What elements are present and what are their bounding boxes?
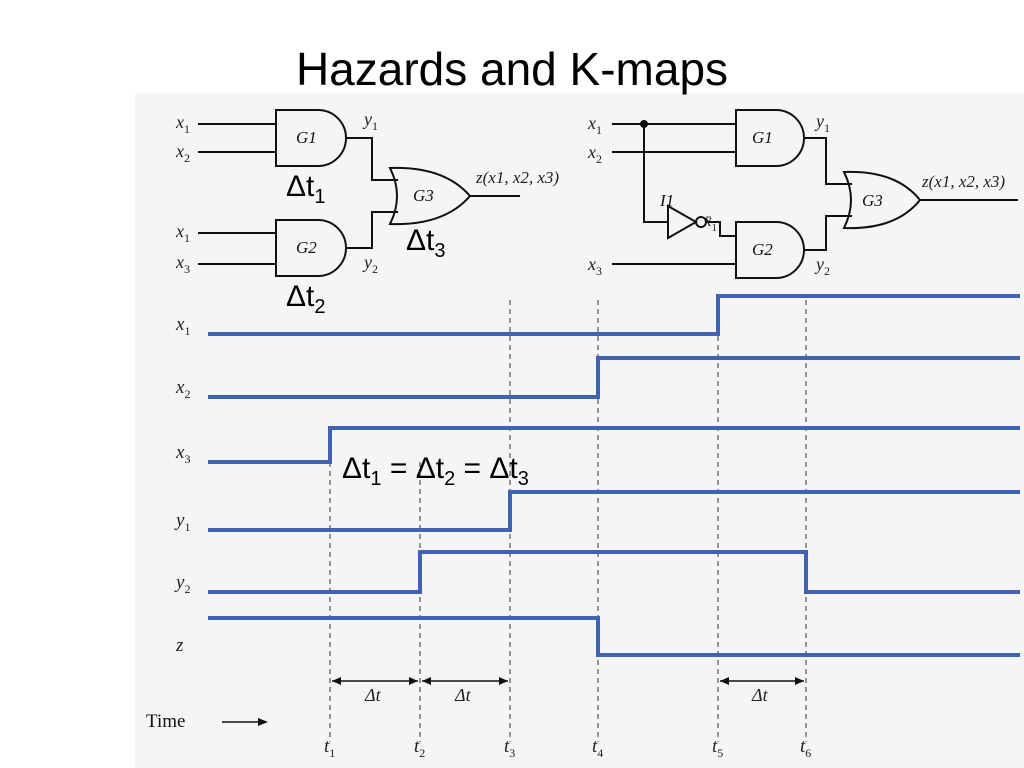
tick-label-t6: t6 xyxy=(800,736,811,760)
left-wire-y2 xyxy=(346,211,398,249)
signal-label-x2: x2 xyxy=(175,377,190,401)
left-gate-g1 xyxy=(275,109,347,167)
right-gate-g3 xyxy=(842,170,922,230)
dt-arrowhead-right-3 xyxy=(795,677,804,685)
left-gate-label-g1: G1 xyxy=(296,128,317,147)
left-wire-y1 xyxy=(346,137,398,181)
right-inverted-label: x̄1 xyxy=(703,211,717,234)
waveform-y2 xyxy=(208,550,1020,594)
time-axis-label: Time xyxy=(146,711,185,732)
delay-label-dt1: Δt1 xyxy=(286,170,326,208)
left-circuit-labels: x1 x2 x1 x3 G1 G2 G3 y1 y2 z(x1, x2, x3) xyxy=(175,109,559,276)
timing-dashed-guides xyxy=(329,300,807,742)
signal-label-z: z xyxy=(175,635,184,656)
delay-label-dt2: Δt2 xyxy=(286,280,326,318)
dt-label-3: Δt xyxy=(751,685,769,705)
waveform-z xyxy=(208,616,1020,657)
delay-label-dt3: Δt3 xyxy=(406,224,446,262)
left-input-label-4: x3 xyxy=(175,252,190,276)
left-wire-label-y2: y2 xyxy=(362,252,378,276)
delay-equality: Δt1 = Δt2 = Δt3 xyxy=(342,452,529,490)
tick-label-t1: t1 xyxy=(324,736,335,760)
left-wire-label-y1: y1 xyxy=(362,109,378,133)
left-output-label: z(x1, x2, x3) xyxy=(475,168,559,187)
tick-label-t2: t2 xyxy=(414,736,425,760)
timing-signal-labels: x1 x2 x3 y1 y2 z xyxy=(174,314,190,656)
right-gate-g1 xyxy=(735,109,805,167)
right-output-label: z(x1, x2, x3) xyxy=(921,172,1005,191)
dt-arrowhead-right-2 xyxy=(499,677,508,685)
right-inverter-label: I1 xyxy=(659,191,674,210)
timing-delta-annotations: Δt Δt Δt xyxy=(332,677,804,705)
right-inverter-i1 xyxy=(667,204,699,240)
right-input-label-1: x1 xyxy=(587,113,602,137)
right-inverted-wire xyxy=(706,221,736,237)
left-gate-label-g3: G3 xyxy=(413,186,434,205)
left-gate-label-g2: G2 xyxy=(296,238,317,257)
signal-label-y2: y2 xyxy=(174,572,190,596)
right-wire-y2 xyxy=(804,215,852,251)
dt-label-1: Δt xyxy=(364,685,382,705)
waveform-x1 xyxy=(208,294,1020,336)
waveform-y1 xyxy=(208,490,1020,532)
left-input-label-1: x1 xyxy=(175,112,190,136)
dt-arrowhead-left-1 xyxy=(332,677,341,685)
right-input-label-2: x2 xyxy=(587,142,602,166)
left-input-label-2: x2 xyxy=(175,141,190,165)
time-axis-arrowhead xyxy=(258,718,268,726)
left-gate-g2 xyxy=(275,219,347,277)
waveform-x2 xyxy=(208,356,1020,399)
dt-arrowhead-right-1 xyxy=(409,677,418,685)
signal-label-y1: y1 xyxy=(174,510,190,534)
right-junction-dot xyxy=(640,120,648,128)
right-x1-branch xyxy=(643,124,668,223)
right-input-label-3: x3 xyxy=(587,254,602,278)
dt-label-2: Δt xyxy=(454,685,472,705)
dt-arrowhead-left-3 xyxy=(720,677,729,685)
right-gate-label-g3: G3 xyxy=(862,191,883,210)
right-gate-g2 xyxy=(735,221,805,279)
tick-label-t5: t5 xyxy=(712,736,723,760)
right-wire-label-y1: y1 xyxy=(814,111,830,135)
left-gate-g3 xyxy=(388,166,472,226)
delay-annotations: Δt1 Δt3 Δt2 Δt1 = Δt2 = Δt3 xyxy=(286,170,529,490)
tick-label-t4: t4 xyxy=(592,736,603,760)
right-gate-label-g2: G2 xyxy=(752,240,773,259)
page-title: Hazards and K-maps xyxy=(295,43,729,95)
time-axis: Time t1 t2 t3 t4 t5 t6 xyxy=(146,711,811,760)
dt-arrowhead-left-2 xyxy=(422,677,431,685)
waveform-x3 xyxy=(208,426,1020,464)
left-input-label-3: x1 xyxy=(175,221,190,245)
tick-label-t3: t3 xyxy=(504,736,515,760)
right-wire-label-y2: y2 xyxy=(814,254,830,278)
signal-label-x3: x3 xyxy=(175,442,190,466)
timing-waveforms xyxy=(208,294,1020,657)
right-wire-y1 xyxy=(804,137,852,185)
right-circuit xyxy=(612,109,1018,279)
right-gate-label-g1: G1 xyxy=(752,128,773,147)
right-circuit-labels: x1 x2 x3 I1 x̄1 G1 G2 G3 y1 y2 z(x1, x2,… xyxy=(587,111,1005,278)
left-circuit xyxy=(198,109,520,277)
signal-label-x1: x1 xyxy=(175,314,190,338)
